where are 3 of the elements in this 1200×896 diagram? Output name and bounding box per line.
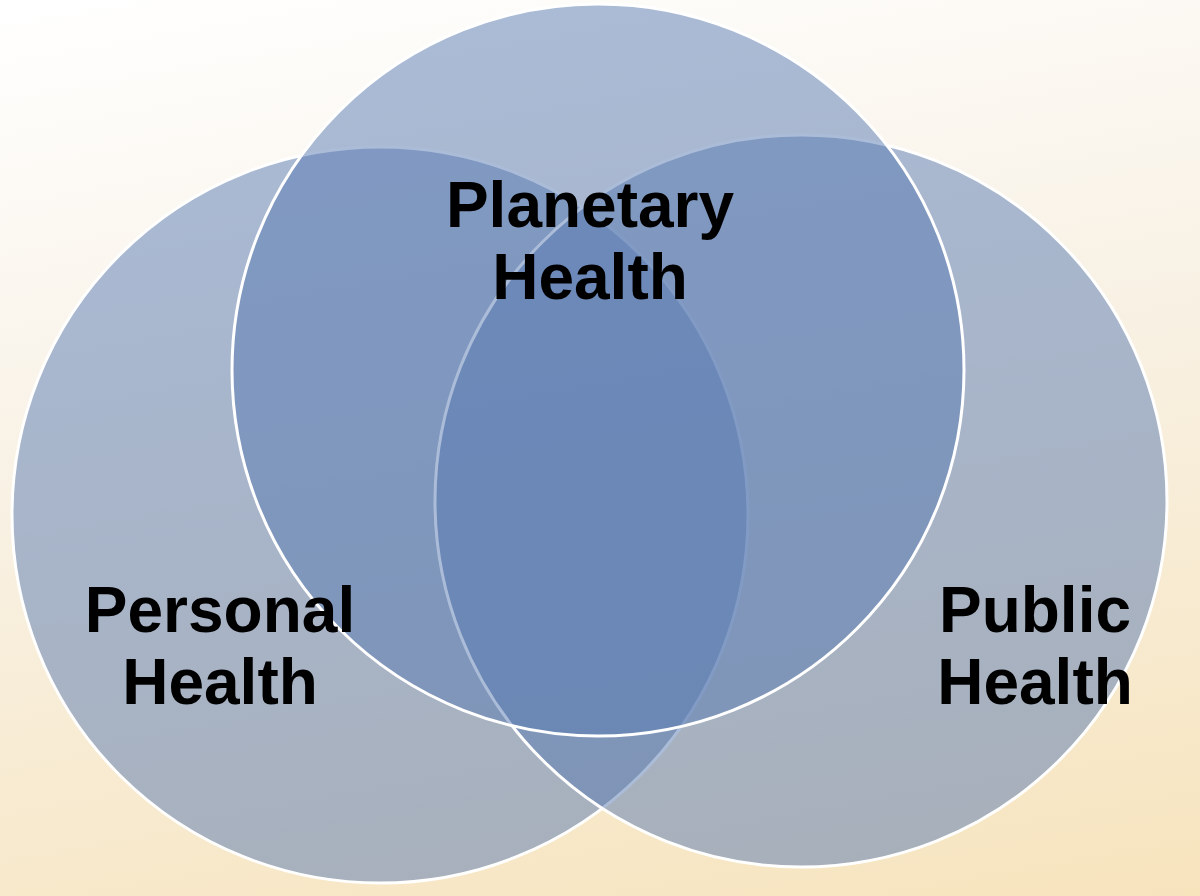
circle-label: Personal Health (83, 575, 357, 719)
circle-label: Planetary Health (444, 170, 736, 314)
circle-label: Public Health (936, 575, 1134, 719)
